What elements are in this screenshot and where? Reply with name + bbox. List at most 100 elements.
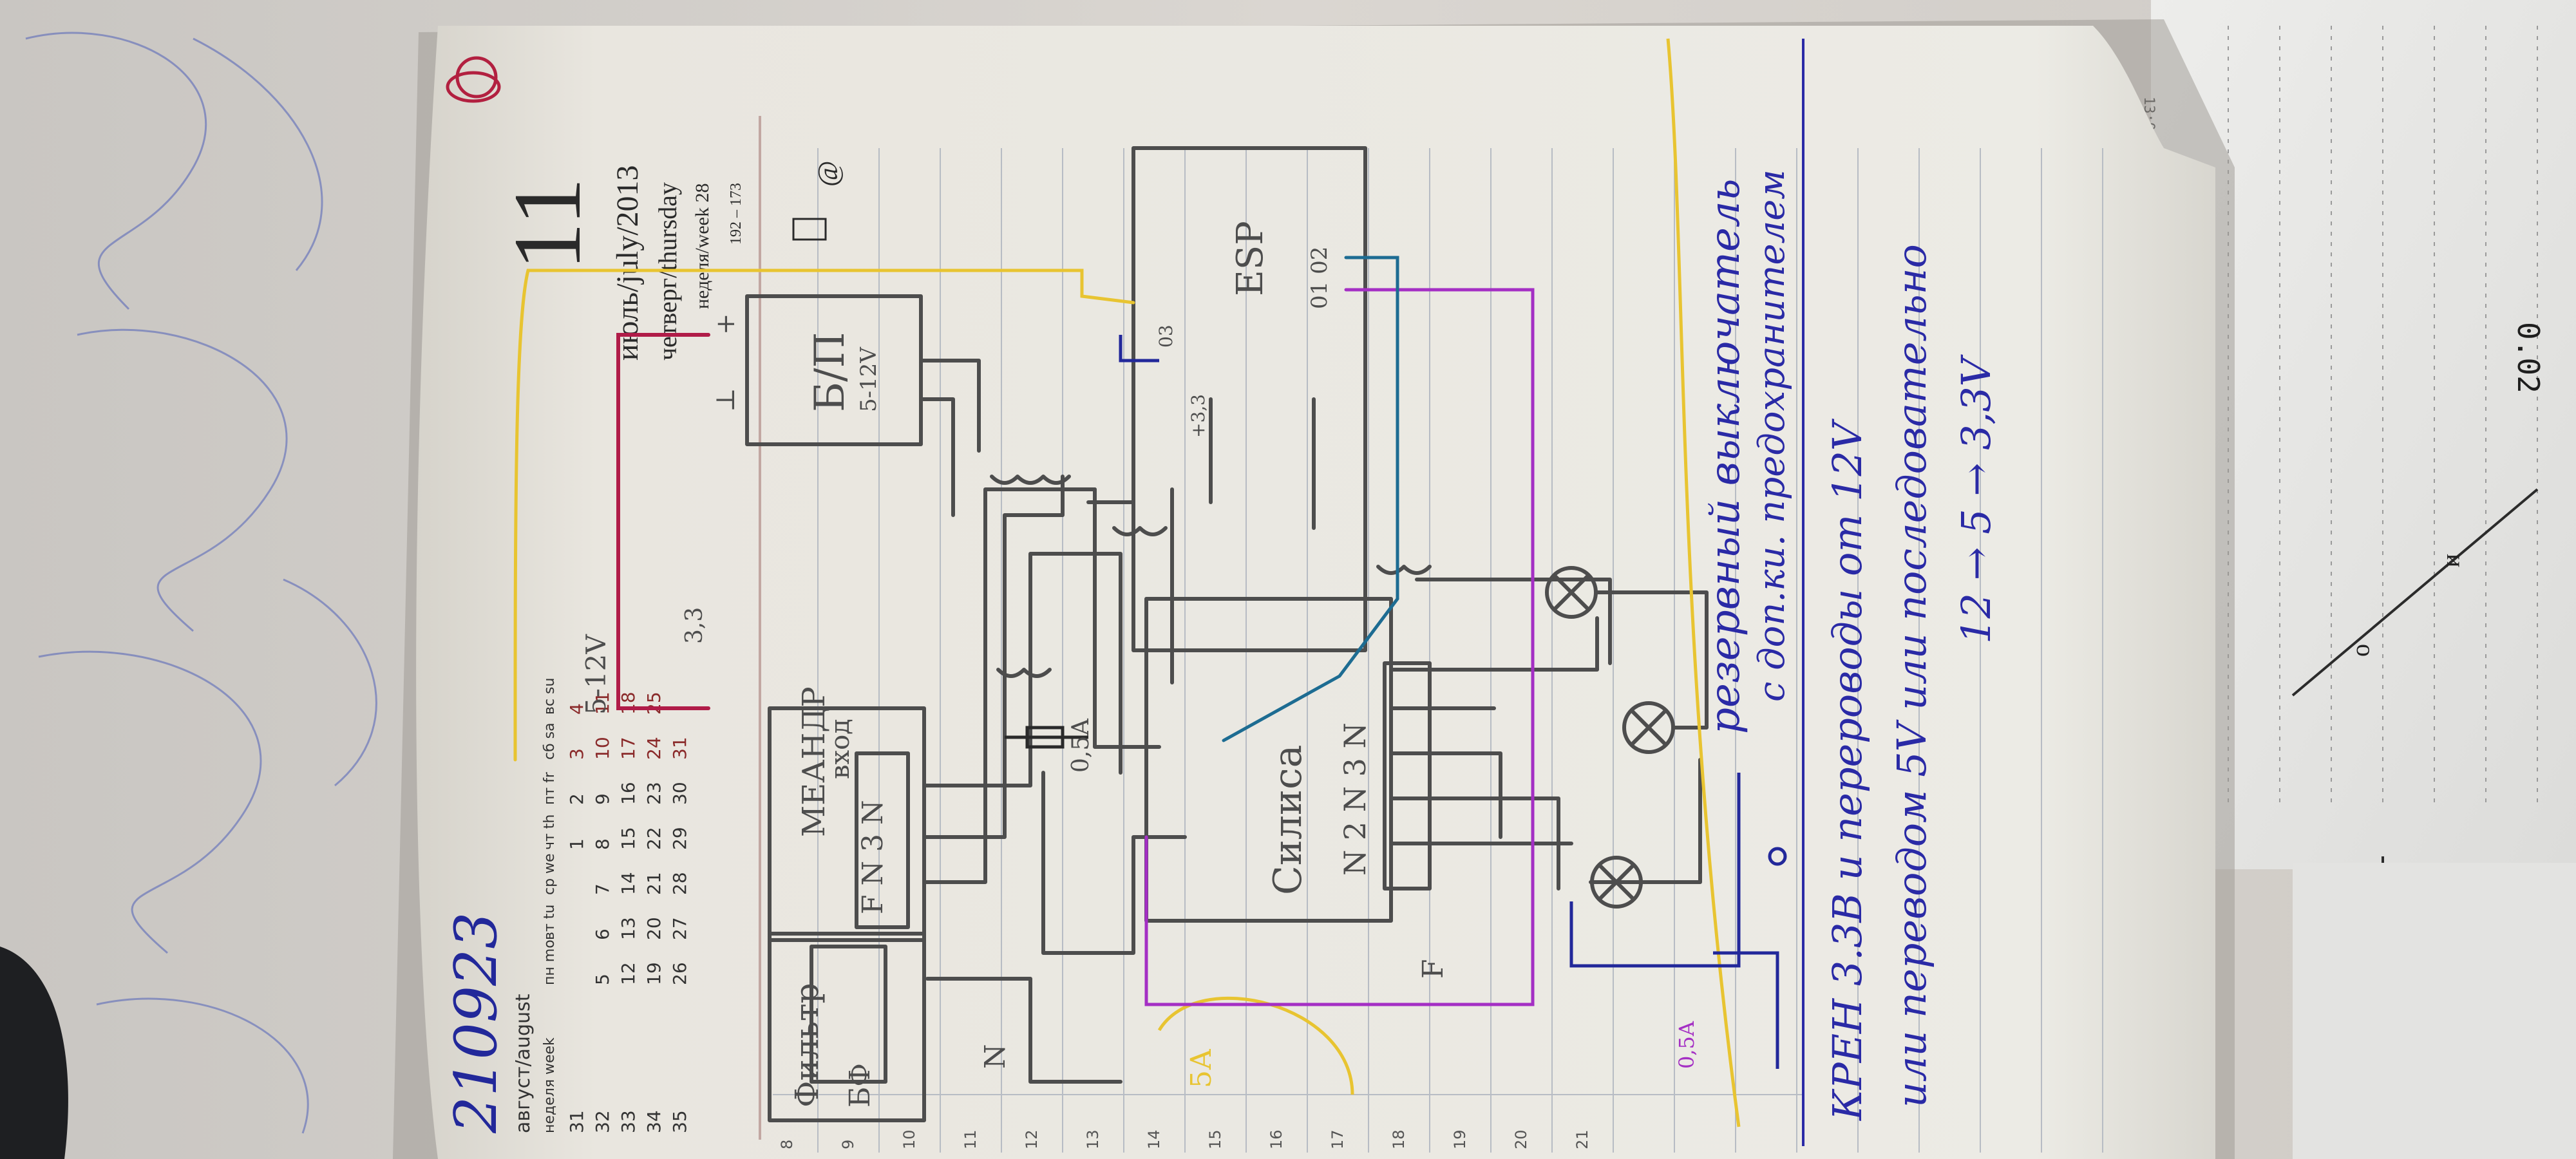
fuse-rating: 0,5А <box>1068 718 1094 773</box>
controller-supply: +3,3 <box>1188 394 1209 438</box>
weekday-header-week: неделя week <box>542 1037 558 1133</box>
side-mark-2: о <box>2351 644 2380 657</box>
schematic-teal-wire <box>1222 256 1399 742</box>
relay-terminals: F N 3 N <box>857 800 889 914</box>
hour-label: 10 <box>900 1129 918 1149</box>
calendar-cell: 18 <box>618 692 639 715</box>
hour-label: 16 <box>1267 1129 1285 1149</box>
calendar-cell: 15 <box>618 827 639 850</box>
weekday-header-we: ср we <box>542 853 558 895</box>
schematic-yellow-loop <box>1666 38 1741 1127</box>
note-line-4: или переводом 5V или последовательно <box>1888 244 1935 1107</box>
dark-object <box>0 947 68 1159</box>
calendar-cell: 26 <box>669 962 690 985</box>
notebook-page <box>416 26 2215 1159</box>
calendar-cell: 23 <box>643 782 665 805</box>
controller-label: ESP <box>1229 221 1271 296</box>
side-sheet-lower <box>2293 863 2576 1159</box>
supply-label: 5-12V <box>580 634 612 715</box>
calendar-cell: 13 <box>618 917 639 940</box>
calendar-cell: 5 <box>592 974 613 985</box>
schematic-magenta-wire <box>1144 288 1535 1006</box>
controller-pins: 01 02 <box>1307 247 1332 309</box>
calendar-cell: 6 <box>592 928 613 940</box>
weekday-header-sa: сб sa <box>542 722 558 760</box>
note-line-2: с доп.ки. предохранителем <box>1751 169 1793 702</box>
hour-label: 17 <box>1329 1129 1347 1149</box>
week-line: неделя/week 28 <box>692 184 713 309</box>
schematic-blue-fuse <box>1713 951 1779 1069</box>
weekday-header-tu: вт tu <box>542 905 558 940</box>
calendar-cell: 31 <box>669 737 690 760</box>
calendar-cell: 14 <box>618 872 639 895</box>
hour-label: 21 <box>1573 1129 1591 1149</box>
calendar-cell: 7 <box>592 883 613 895</box>
calendar-cell: 25 <box>643 692 665 715</box>
hour-label: 9 <box>839 1140 857 1149</box>
calendar-cell: 2 <box>566 793 587 805</box>
filter-label: Фильтр <box>788 983 826 1107</box>
calendar-grid: 3112343256789101133121314151617183419202… <box>566 692 690 1133</box>
power-module-detail: 5-12V <box>856 346 882 412</box>
calendar-cell: 21 <box>643 872 665 895</box>
note-line-3: КРЕН 3.3В и перероводы от 12V <box>1824 418 1871 1121</box>
calendar-cell: 9 <box>592 793 613 805</box>
calendar-cell: 11 <box>592 692 613 715</box>
calendar-cell: 28 <box>669 872 690 895</box>
calendar-cell: 19 <box>643 962 665 985</box>
calendar-cell: 29 <box>669 827 690 850</box>
hour-label: 14 <box>1145 1129 1163 1149</box>
calendar-cell: 34 <box>643 1110 665 1133</box>
planner-red-ring-icon <box>446 56 501 103</box>
output-block-label: Силиса <box>1265 745 1311 895</box>
calendar-cell: 22 <box>643 827 665 850</box>
calendar-cell: 27 <box>669 917 690 940</box>
calendar-cell: 32 <box>592 1110 613 1133</box>
relay-block-sub: вход <box>826 719 855 779</box>
note-line-1: резервный выключатель <box>1701 179 1749 735</box>
hour-label: 13 <box>1084 1129 1102 1149</box>
neutral-label: N <box>979 1044 1012 1069</box>
calendar-cell: 24 <box>643 737 665 760</box>
weekday-header-mo: пн mo <box>542 939 558 985</box>
day-count: 192 – 173 <box>728 183 744 245</box>
at-icon: @ <box>812 160 844 187</box>
planner-sun-icon <box>792 218 827 241</box>
calendar-cell: 30 <box>669 782 690 805</box>
calendar-month-header: август/august <box>512 994 535 1133</box>
calendar-cell: 12 <box>618 962 639 985</box>
output-terminals: N 2 N 3 N <box>1338 722 1372 876</box>
calendar-cell: 10 <box>592 737 613 760</box>
switch-terminal-icon <box>1768 847 1787 866</box>
fuse-rating-blue: 0,5A <box>1674 1021 1699 1069</box>
fabric-ink-scribbles <box>25 32 377 1134</box>
relay-block-label: МЕАНДР <box>796 686 832 837</box>
calendar-cell: 31 <box>566 1110 587 1133</box>
schematic-red-wire <box>616 333 710 710</box>
filter-sub: БФ <box>844 1063 876 1107</box>
weekday-header-fr: пт fr <box>542 771 558 805</box>
calendar-cell: 33 <box>618 1110 639 1133</box>
fuse-icon <box>1005 726 1088 749</box>
hour-label: 8 <box>778 1140 796 1149</box>
calendar-cell: 4 <box>566 703 587 715</box>
minus-label: ⊥ <box>711 388 741 412</box>
handwritten-date: 210923 <box>442 912 510 1134</box>
calendar-cell: 35 <box>669 1110 690 1133</box>
hour-label: 15 <box>1206 1129 1224 1149</box>
plus-label: + <box>711 313 741 335</box>
supply-33-label: 3,3 <box>681 607 708 644</box>
schematic-blue-wire <box>1119 335 1159 363</box>
schematic-graphite <box>745 146 1709 1122</box>
note-line-5: 12 → 5 → 3,3V <box>1953 353 2000 644</box>
hour-label: 20 <box>1512 1129 1530 1149</box>
weekday-header-su: вс su <box>542 678 558 715</box>
schematic-blue-switch-wire <box>1569 773 1741 968</box>
calendar-cell: 3 <box>566 748 587 760</box>
phase-label: F <box>1417 959 1450 979</box>
calendar-cell: 16 <box>618 782 639 805</box>
day-number: 11 <box>494 178 601 270</box>
side-readout-1: 0.02 <box>2511 322 2546 393</box>
